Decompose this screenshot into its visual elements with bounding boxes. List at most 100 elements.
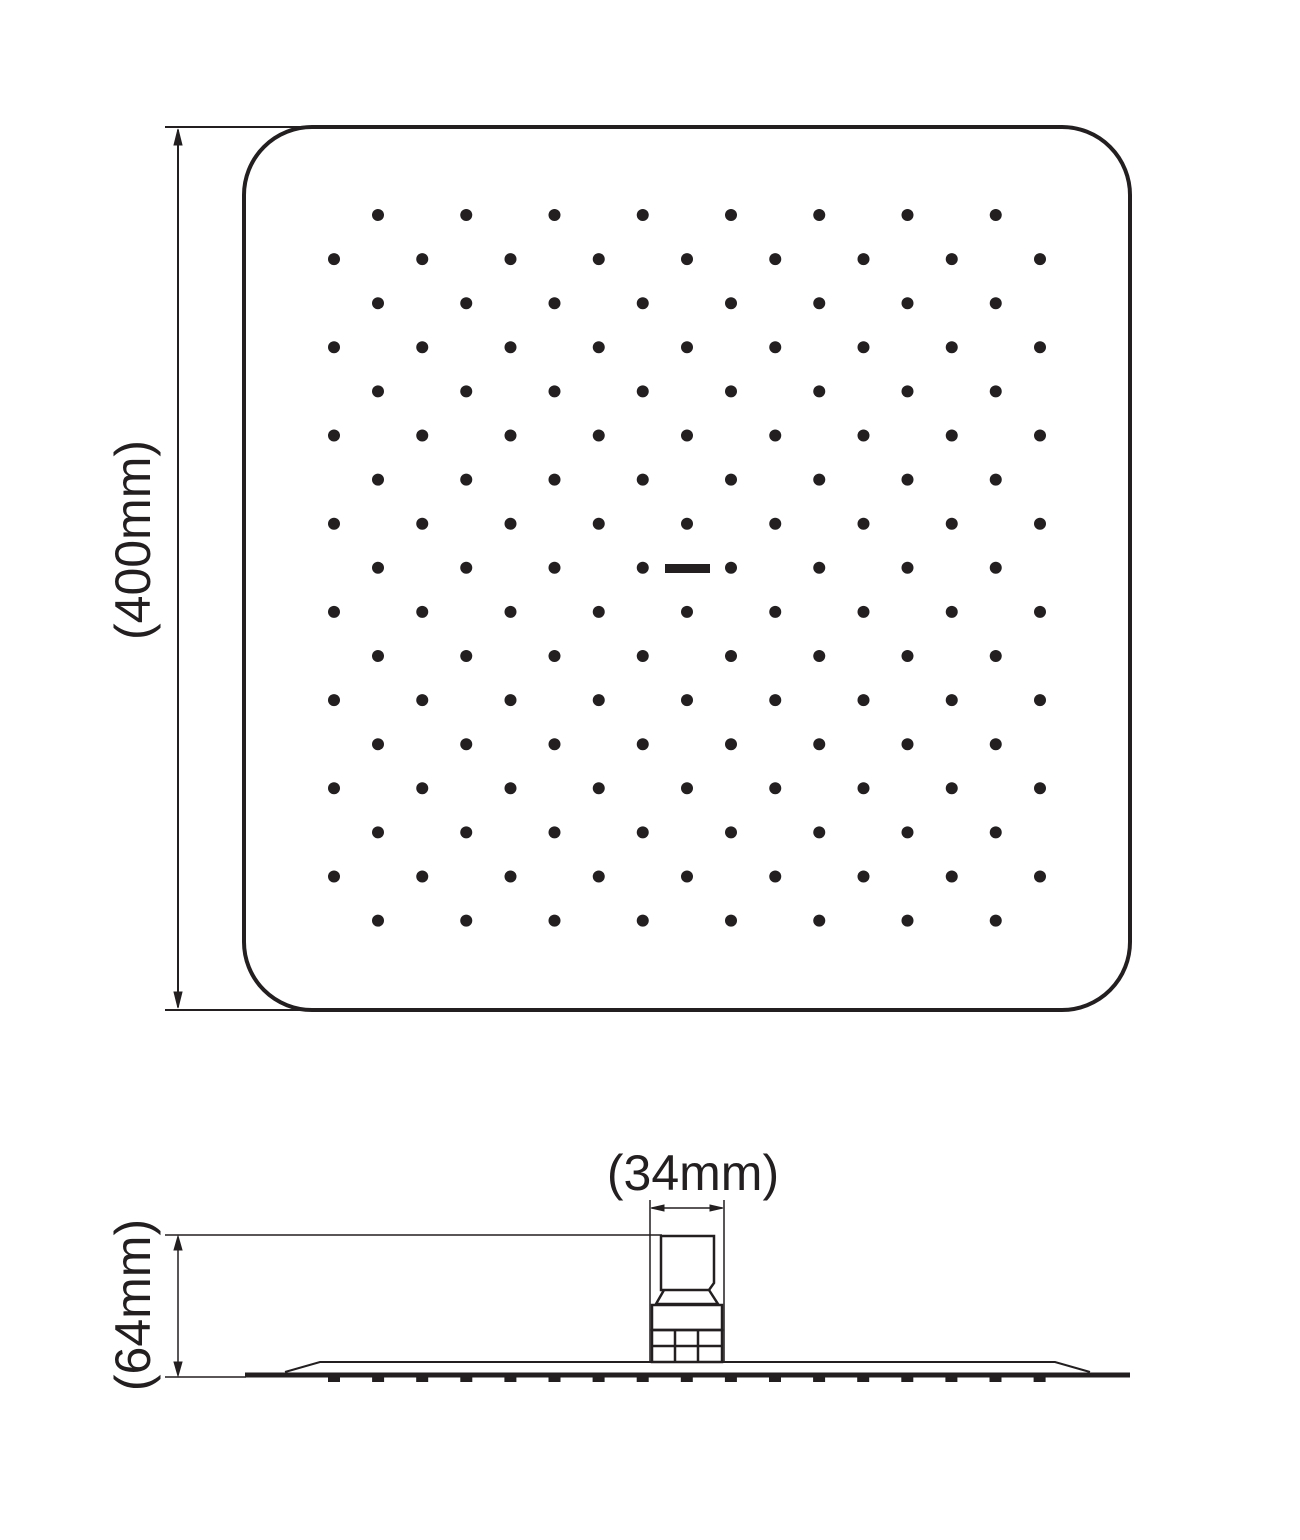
nozzle-dot (636, 650, 649, 662)
side-nozzle (504, 1377, 517, 1382)
nozzle-dot (681, 253, 693, 266)
nozzle-dot (945, 429, 958, 442)
nozzle-dot (681, 605, 693, 618)
nozzle-dot (636, 473, 649, 486)
nozzle-dot (813, 914, 826, 927)
nozzle-dot (328, 694, 340, 707)
nozzle-dot (372, 914, 384, 927)
nozzle-dot (548, 385, 561, 398)
nozzle-dot (901, 826, 914, 839)
nozzle-dot (636, 385, 649, 398)
side-nozzle (636, 1377, 649, 1382)
nozzle-dot (857, 605, 870, 618)
nozzle-dot (945, 694, 958, 707)
nozzle-dot (681, 341, 693, 354)
nozzle-dot (504, 694, 517, 707)
nozzle-dot (857, 429, 870, 442)
side-view (165, 1200, 1130, 1382)
nozzle-dot (548, 297, 561, 310)
plate-profile (284, 1361, 1091, 1373)
nozzle-dot (636, 297, 649, 310)
nozzle-dot (460, 914, 473, 927)
nozzle-dot (945, 517, 958, 530)
nozzle-dot (769, 605, 782, 618)
nozzle-dot (725, 561, 737, 574)
nozzle-dot (901, 914, 914, 927)
nozzle-dot (989, 650, 1002, 662)
nozzle-dot (372, 738, 384, 751)
nozzle-dot (769, 429, 782, 442)
nozzle-dot (460, 561, 473, 574)
nozzle-dot (769, 782, 782, 795)
nozzle-dot (328, 870, 340, 883)
nozzle-dot (857, 517, 870, 530)
arrow-up-icon (173, 1234, 183, 1251)
nozzle-dot (372, 561, 384, 574)
center-logo (665, 564, 710, 573)
nozzle-dot (901, 561, 914, 574)
side-nozzle (416, 1377, 429, 1382)
nozzle-dot (1034, 253, 1046, 266)
nozzle-dot (504, 782, 517, 795)
nozzle-dot (901, 209, 914, 221)
nozzle-dot (813, 561, 826, 574)
nozzle-dot (725, 650, 737, 662)
nozzle-dot (1034, 605, 1046, 618)
nozzle-dot (901, 297, 914, 310)
nozzle-dot (813, 738, 826, 751)
nozzle-dot (857, 253, 870, 266)
nozzle-dot (901, 738, 914, 751)
nozzle-dot (548, 650, 561, 662)
nozzle-dot (416, 782, 429, 795)
side-nozzle (989, 1377, 1002, 1382)
nozzle-dot (636, 826, 649, 839)
nozzle-dot (813, 826, 826, 839)
nozzle-dot (460, 650, 473, 662)
nozzle-dot (857, 870, 870, 883)
side-nozzles (328, 1377, 1046, 1382)
side-nozzle (680, 1377, 693, 1382)
nozzle-dot (504, 605, 517, 618)
nozzle-dot (769, 517, 782, 530)
nozzle-dot (372, 826, 384, 839)
nozzle-dot (769, 870, 782, 883)
side-nozzle (372, 1377, 385, 1382)
nozzle-dot (416, 870, 429, 883)
nozzle-grid (328, 209, 1046, 927)
connector (650, 1234, 724, 1364)
nozzle-dot (725, 297, 737, 310)
nozzle-dot (857, 782, 870, 795)
nozzle-dot (989, 738, 1002, 751)
arrow-right-icon (709, 1204, 724, 1212)
nozzle-dot (592, 694, 605, 707)
height-label-64: (64mm) (105, 1219, 161, 1391)
height-label-400: (400mm) (105, 440, 161, 640)
nozzle-dot (1034, 870, 1046, 883)
nozzle-dot (681, 782, 693, 795)
nozzle-dot (460, 297, 473, 310)
arrow-down-icon (173, 991, 183, 1009)
nozzle-dot (548, 473, 561, 486)
nozzle-dot (945, 870, 958, 883)
nozzle-dot (636, 209, 649, 221)
nozzle-dot (901, 650, 914, 662)
nozzle-dot (857, 694, 870, 707)
nozzle-dot (725, 914, 737, 927)
nozzle-dot (548, 914, 561, 927)
side-nozzle (857, 1377, 870, 1382)
side-nozzle (328, 1377, 340, 1382)
nozzle-dot (592, 429, 605, 442)
nozzle-dot (681, 517, 693, 530)
nozzle-dot (504, 253, 517, 266)
nozzle-dot (592, 517, 605, 530)
nozzle-dot (813, 209, 826, 221)
nozzle-dot (725, 826, 737, 839)
width-label-34: (34mm) (607, 1145, 779, 1201)
nozzle-dot (460, 385, 473, 398)
nozzle-dot (813, 297, 826, 310)
nozzle-dot (460, 473, 473, 486)
nozzle-dot (769, 341, 782, 354)
nozzle-dot (725, 209, 737, 221)
arrow-down-icon (173, 1361, 183, 1378)
nozzle-dot (416, 429, 429, 442)
